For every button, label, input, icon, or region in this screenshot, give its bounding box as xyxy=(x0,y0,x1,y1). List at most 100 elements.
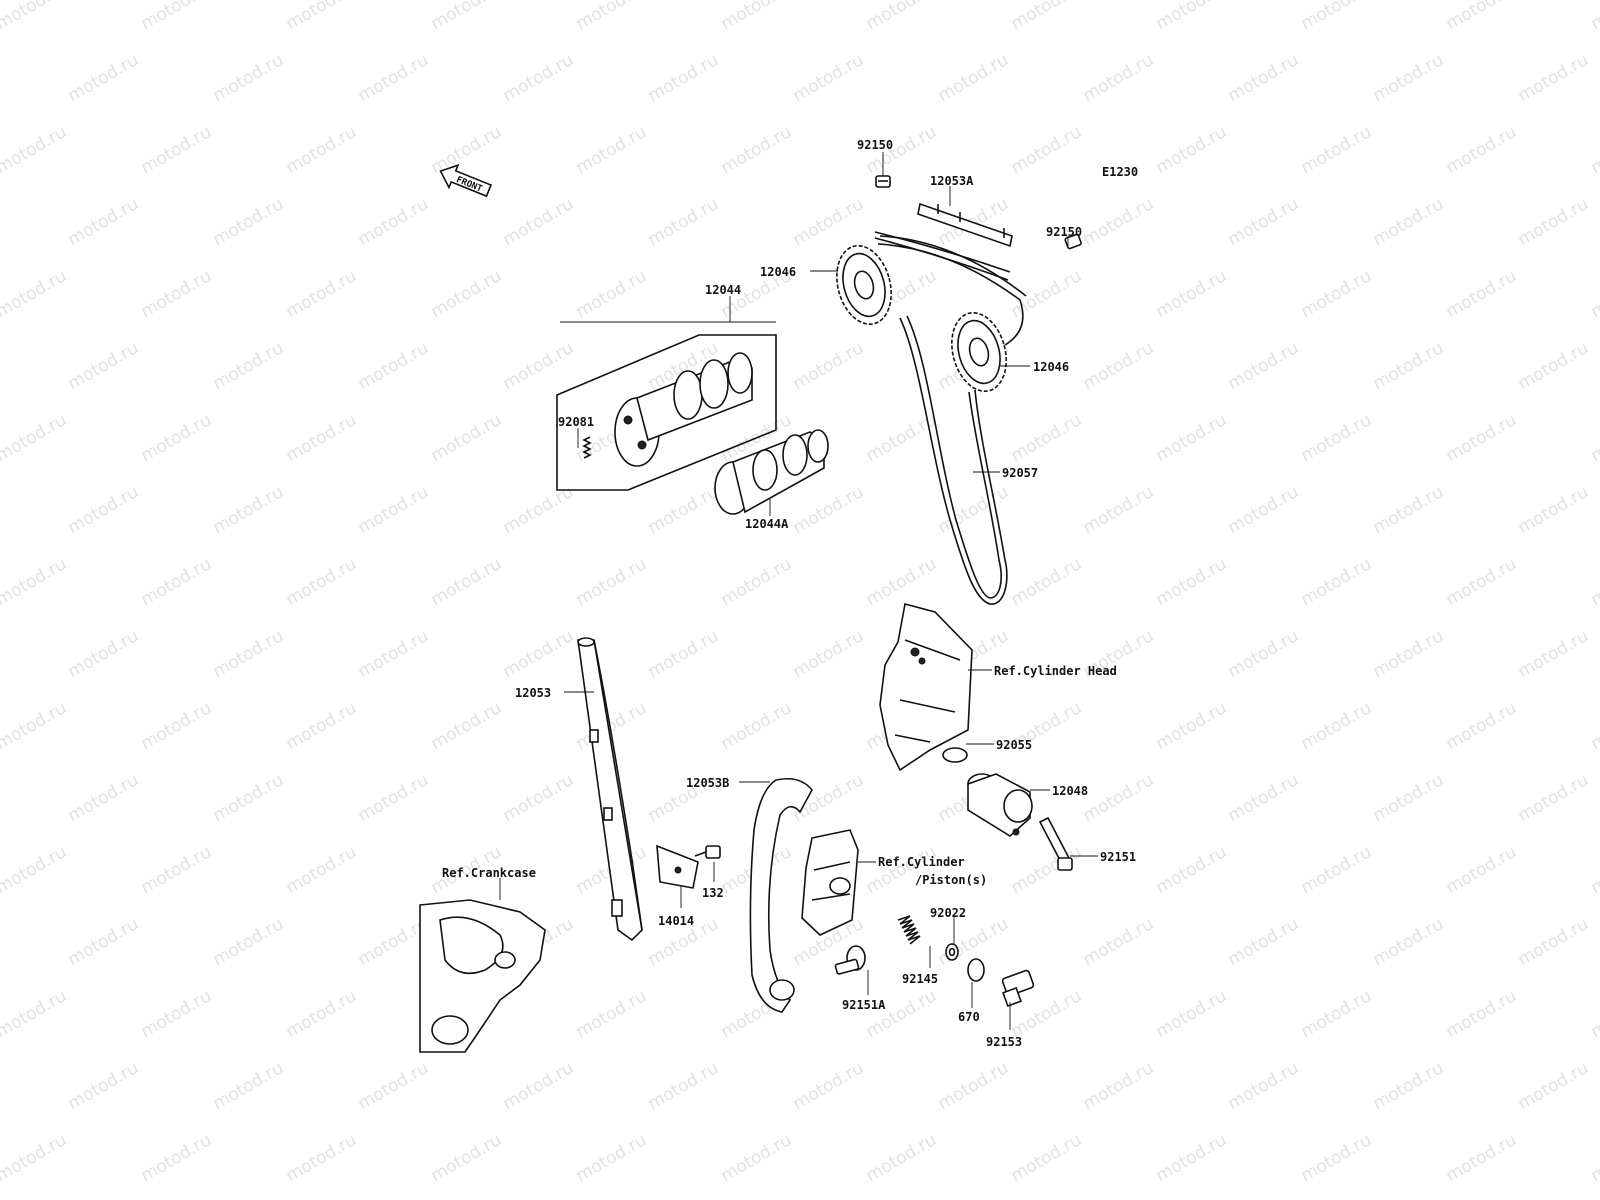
watermark-text: motod.ru xyxy=(210,338,288,394)
watermark-text: motod.ru xyxy=(1298,0,1376,34)
label-670: 670 xyxy=(958,1010,980,1024)
watermark-text: motod.ru xyxy=(1588,842,1600,898)
label-ref-cylinder-head: Ref.Cylinder Head xyxy=(994,664,1117,678)
watermark-text: motod.ru xyxy=(138,122,216,178)
cam-chain-92057 xyxy=(877,235,1027,605)
watermark-text: motod.ru xyxy=(283,122,361,178)
watermark-text: motod.ru xyxy=(1515,626,1593,682)
watermark-text: motod.ru xyxy=(935,482,1013,538)
watermark-text: motod.ru xyxy=(790,338,868,394)
watermark-text: motod.ru xyxy=(1298,266,1376,322)
watermark-text: motod.ru xyxy=(1298,122,1376,178)
label-12046-top: 12046 xyxy=(760,265,796,279)
spring-92081 xyxy=(582,436,592,459)
watermark-text: motod.ru xyxy=(1008,0,1086,34)
watermark-text: motod.ru xyxy=(1588,554,1600,610)
watermark-text: motod.ru xyxy=(0,842,70,898)
watermark-text: motod.ru xyxy=(0,986,70,1042)
label-92151A: 92151A xyxy=(842,998,886,1012)
watermark-text: motod.ru xyxy=(500,1058,578,1114)
watermark-text: motod.ru xyxy=(138,266,216,322)
chain-guide-12053A xyxy=(917,202,1013,248)
label-92150-right: 92150 xyxy=(1046,225,1082,239)
watermark-text: motod.ru xyxy=(428,122,506,178)
watermark-text: motod.ru xyxy=(1153,410,1231,466)
bolt-92150-top xyxy=(875,175,891,188)
watermark-text: motod.ru xyxy=(138,554,216,610)
watermark-text: motod.ru xyxy=(210,626,288,682)
watermark-text: motod.ru xyxy=(65,338,143,394)
label-92150-top: 92150 xyxy=(857,138,893,152)
watermark-text: motod.ru xyxy=(1153,122,1231,178)
watermark-text: motod.ru xyxy=(1153,986,1231,1042)
watermark-text: motod.ru xyxy=(138,698,216,754)
label-92057: 92057 xyxy=(1002,466,1038,480)
watermark-text: motod.ru xyxy=(1008,1130,1086,1186)
watermark-text: motod.ru xyxy=(355,626,433,682)
label-ref-piston: /Piston(s) xyxy=(915,873,987,887)
watermark-text: motod.ru xyxy=(1370,914,1448,970)
watermark-text: motod.ru xyxy=(0,1130,70,1186)
watermark-text: motod.ru xyxy=(210,770,288,826)
watermark-text: motod.ru xyxy=(863,842,941,898)
watermark-text: motod.ru xyxy=(1443,122,1521,178)
watermark-text: motod.ru xyxy=(355,770,433,826)
label-14014: 14014 xyxy=(658,914,694,928)
watermark-text: motod.ru xyxy=(1443,0,1521,34)
watermark-text: motod.ru xyxy=(500,338,578,394)
watermark-text: motod.ru xyxy=(573,554,651,610)
watermark-text: motod.ru xyxy=(645,194,723,250)
watermark-text: motod.ru xyxy=(1515,482,1593,538)
watermark-text: motod.ru xyxy=(1370,50,1448,106)
watermark-text: motod.ru xyxy=(645,482,723,538)
watermark-text: motod.ru xyxy=(138,986,216,1042)
watermark-text: motod.ru xyxy=(863,1130,941,1186)
label-12053B: 12053B xyxy=(686,776,729,790)
watermark-text: motod.ru xyxy=(1080,194,1158,250)
chain-guide-12053 xyxy=(577,637,643,942)
watermark-text: motod.ru xyxy=(1515,1058,1593,1114)
watermark-text: motod.ru xyxy=(718,698,796,754)
watermark-text: motod.ru xyxy=(1588,122,1600,178)
watermark-text: motod.ru xyxy=(863,554,941,610)
watermark-text: motod.ru xyxy=(863,986,941,1042)
watermark-text: motod.ru xyxy=(1370,626,1448,682)
watermark-text: motod.ru xyxy=(65,1058,143,1114)
label-92022: 92022 xyxy=(930,906,966,920)
watermark-text: motod.ru xyxy=(138,1130,216,1186)
label-12046-right: 12046 xyxy=(1033,360,1069,374)
label-12044: 12044 xyxy=(705,283,741,297)
watermark-text: motod.ru xyxy=(0,122,70,178)
watermark-text: motod.ru xyxy=(65,770,143,826)
watermark-text: motod.ru xyxy=(1008,122,1086,178)
watermark-text: motod.ru xyxy=(1153,698,1231,754)
label-132: 132 xyxy=(702,886,724,900)
label-12044A: 12044A xyxy=(745,517,789,531)
label-ref-crankcase: Ref.Crankcase xyxy=(442,866,536,880)
watermark-text: motod.ru xyxy=(1370,194,1448,250)
watermark-text: motod.ru xyxy=(573,0,651,34)
watermark-text: motod.ru xyxy=(1153,0,1231,34)
watermark-text: motod.ru xyxy=(1225,482,1303,538)
watermark-text: motod.ru xyxy=(210,482,288,538)
watermark-text: motod.ru xyxy=(1153,554,1231,610)
watermark-text: motod.ru xyxy=(790,1058,868,1114)
bolt-132 xyxy=(694,845,721,859)
tensioner-12048 xyxy=(967,773,1033,837)
watermark-text: motod.ru xyxy=(1443,410,1521,466)
watermark-text: motod.ru xyxy=(283,0,361,34)
watermark-text: motod.ru xyxy=(1225,194,1303,250)
label-92055: 92055 xyxy=(996,738,1032,752)
watermark-text: motod.ru xyxy=(210,914,288,970)
watermark-text: motod.ru xyxy=(65,194,143,250)
watermark-text: motod.ru xyxy=(1443,986,1521,1042)
watermark-text: motod.ru xyxy=(790,482,868,538)
watermark-text: motod.ru xyxy=(935,50,1013,106)
watermark-text: motod.ru xyxy=(1588,986,1600,1042)
watermark-text: motod.ru xyxy=(1370,338,1448,394)
watermark-text: motod.ru xyxy=(718,0,796,34)
watermark-text: motod.ru xyxy=(1443,266,1521,322)
watermark-text: motod.ru xyxy=(1008,266,1086,322)
watermark-text: motod.ru xyxy=(355,1058,433,1114)
watermark-text: motod.ru xyxy=(1008,554,1086,610)
